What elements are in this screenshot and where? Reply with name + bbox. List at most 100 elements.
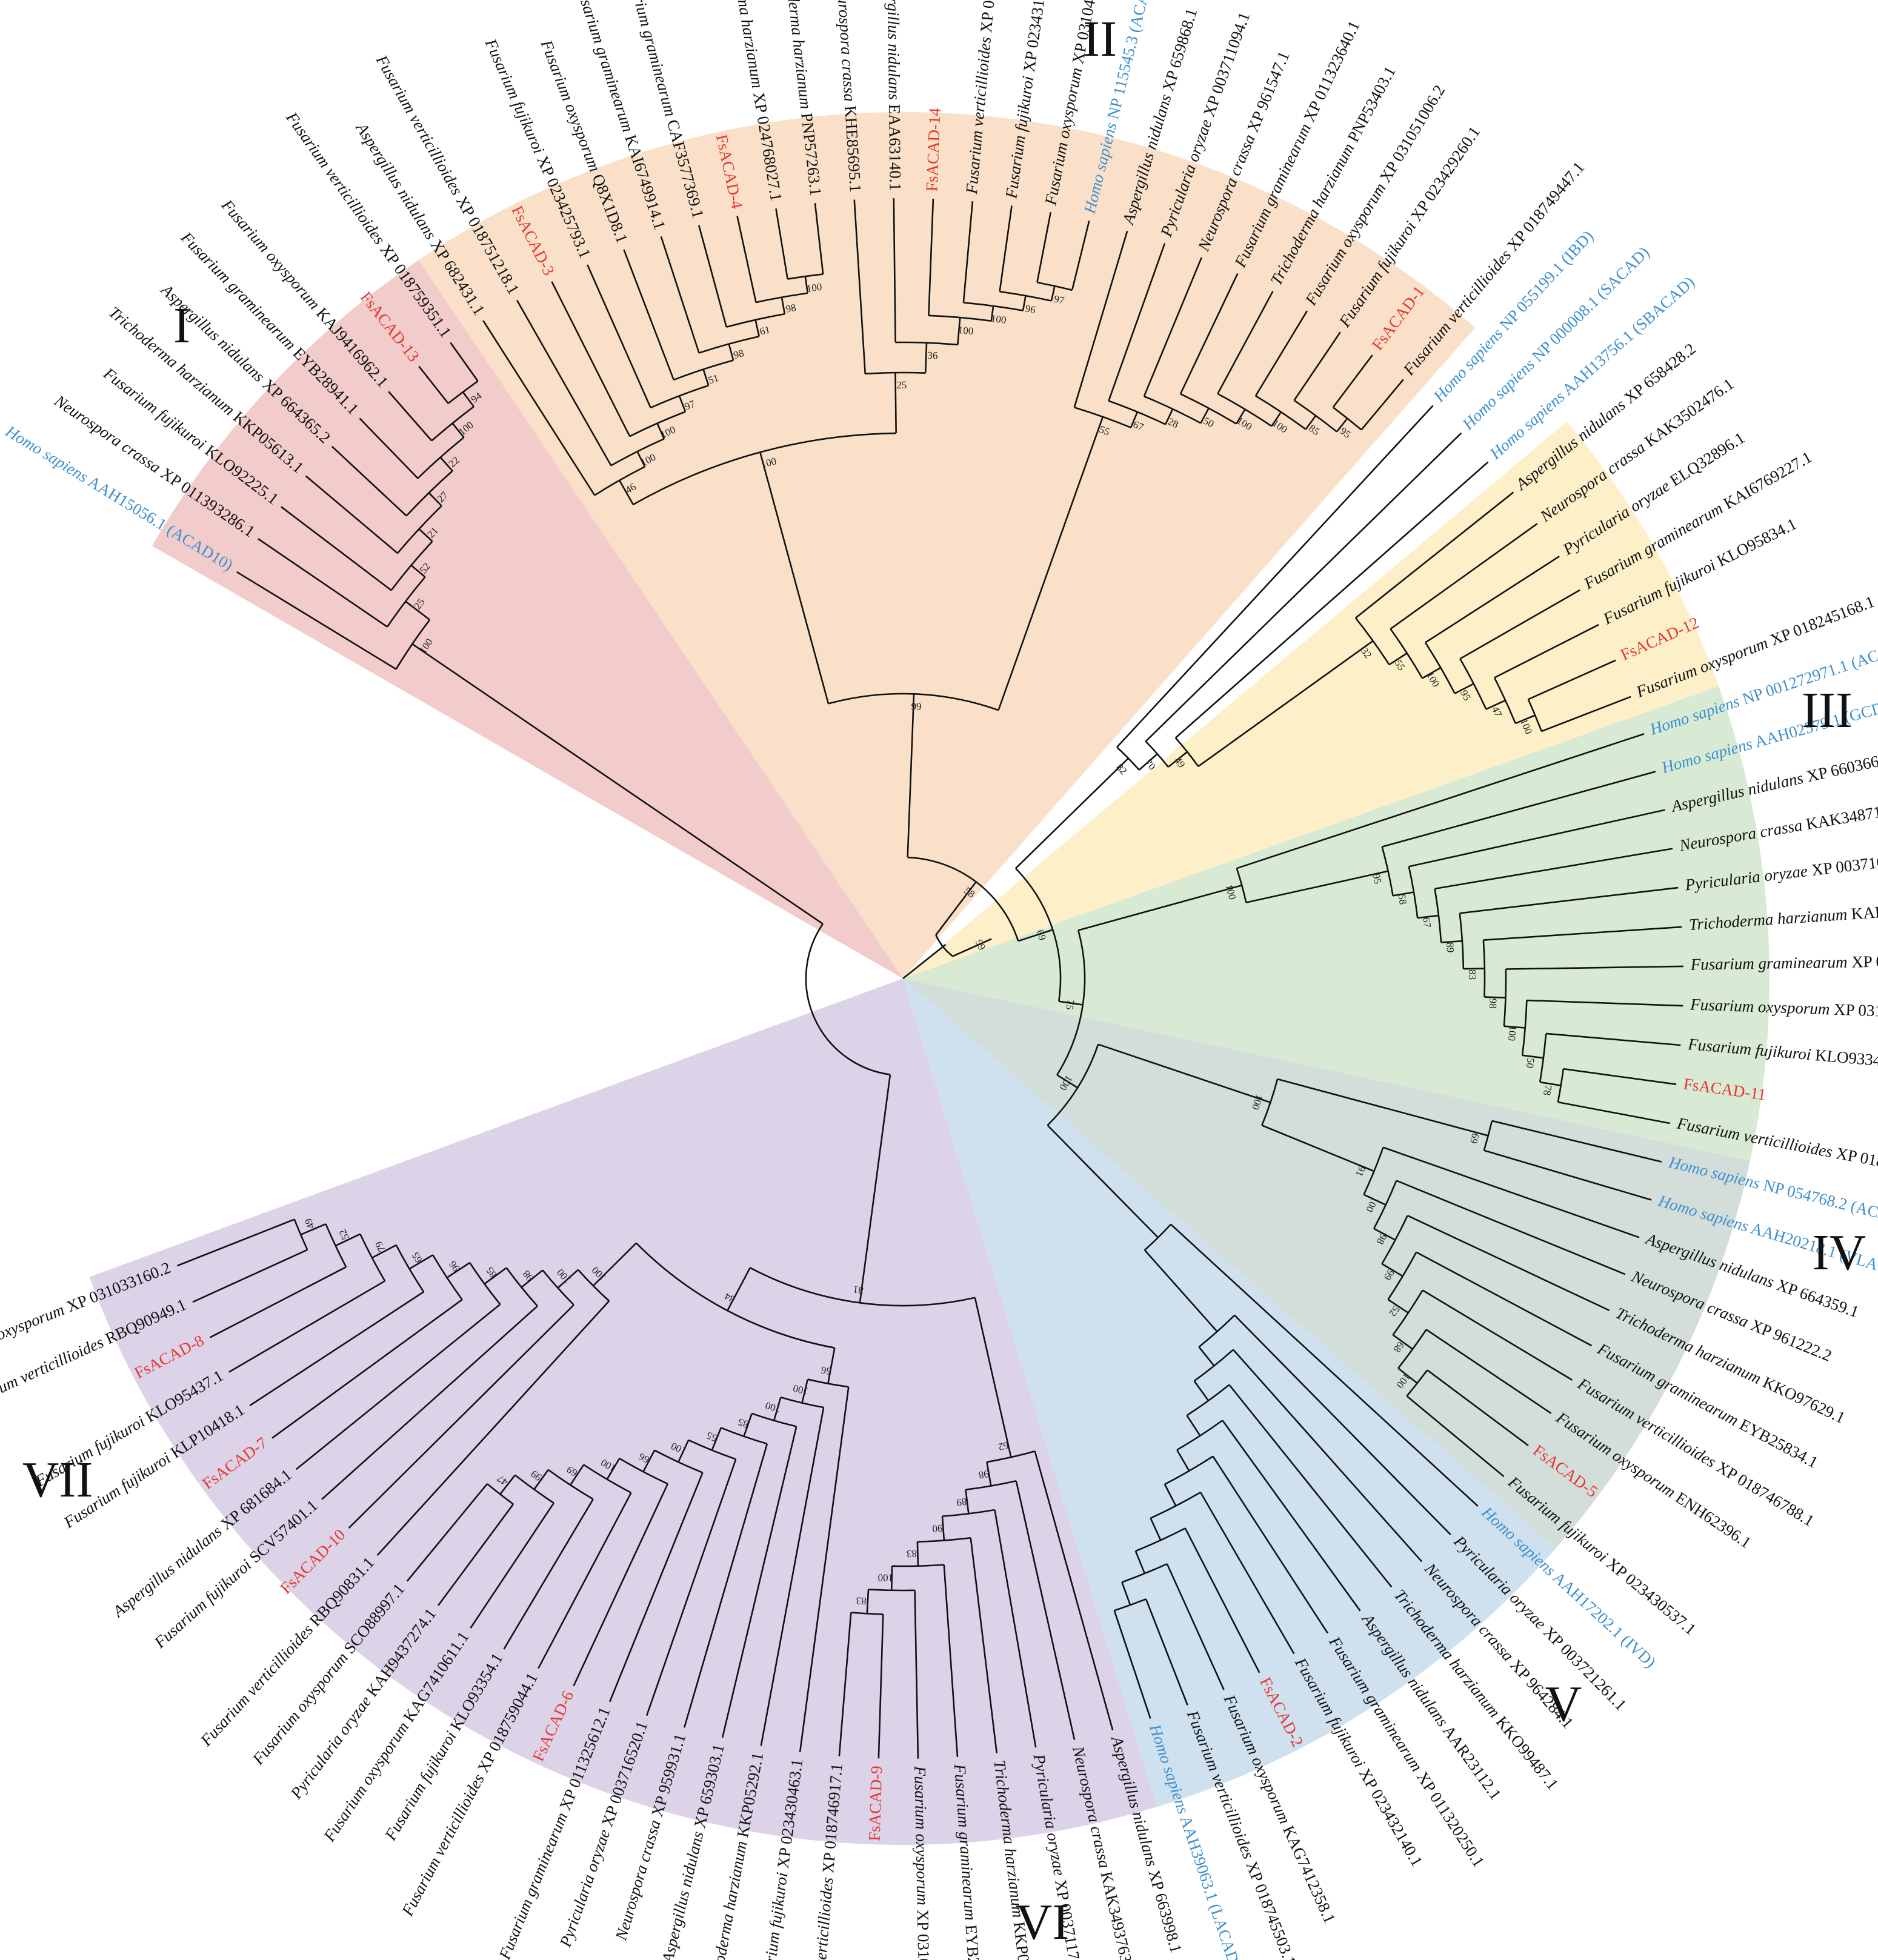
internal-branch [1271, 411, 1282, 427]
internal-branch [894, 373, 897, 434]
bootstrap-value: 82 [1114, 762, 1129, 777]
node-arc [594, 466, 645, 496]
node-arc [1363, 1147, 1384, 1195]
leaf-accession: XP 018756167.1 [977, 0, 1005, 33]
tip-branch [450, 342, 479, 382]
tip-branch [388, 391, 433, 442]
internal-branch [1397, 1367, 1418, 1384]
tip-branch [698, 225, 727, 328]
internal-branch [1381, 1263, 1404, 1277]
internal-branch [990, 305, 994, 321]
leaf-species: Fusarium graminearum [621, 0, 680, 118]
internal-branch [1047, 1125, 1159, 1238]
node-arc [1015, 868, 1062, 1002]
leaf-accession: AAH13756.1 (SBACAD) [1559, 273, 1698, 399]
node-arc [805, 923, 891, 1075]
leaf-accession: ELQ32896.1 [1667, 428, 1748, 490]
tip-branch [331, 445, 407, 517]
tip-branch [1382, 771, 1656, 848]
internal-branch [428, 492, 442, 507]
node-arc [633, 432, 896, 505]
internal-branch [711, 1427, 722, 1451]
leaf-accession: EYB28797.1 [962, 1924, 986, 1960]
internal-branch [499, 1474, 516, 1495]
tip-branch [1563, 1068, 1677, 1086]
tip-branch [1459, 886, 1679, 914]
bootstrap-value: 69 [1468, 1132, 1482, 1144]
internal-branch [924, 342, 928, 373]
tip-branch [1293, 331, 1341, 401]
leaf-label: FsACAD-9 [865, 1766, 886, 1841]
internal-branch [1261, 1125, 1374, 1172]
internal-branch [1305, 415, 1317, 430]
tip-branch [503, 1498, 594, 1650]
internal-branch [1422, 666, 1442, 679]
internal-branch [1168, 751, 1188, 768]
tip-branch [1491, 1120, 1662, 1163]
tip-branch [209, 1266, 347, 1338]
bootstrap-value: 83 [1467, 969, 1478, 980]
tip-branch [1416, 1251, 1593, 1347]
bootstrap-value: 81 [853, 1284, 864, 1297]
internal-branch [418, 528, 433, 542]
internal-branch [462, 391, 474, 407]
tip-branch [1407, 1215, 1610, 1312]
internal-branch [827, 1347, 836, 1384]
leaf-label: Aspergillus nidulans EAA63140.1 [884, 0, 904, 191]
bootstrap-value: 100 [1506, 1025, 1519, 1041]
clade-sector-IV [903, 686, 1770, 1161]
internal-branch [1138, 753, 1158, 771]
tip-branch [1408, 809, 1665, 868]
node-arc [1293, 399, 1337, 433]
tip-branch [1015, 1480, 1076, 1740]
internal-branch [636, 451, 646, 467]
node-arc [431, 406, 474, 442]
tip-branch [1212, 1455, 1328, 1634]
bootstrap-value: 83 [907, 1548, 917, 1560]
bootstrap-value: 98 [732, 347, 745, 361]
leaf-accession: KAK3487151.1 [1805, 798, 1878, 833]
bootstrap-value: 51 [707, 372, 720, 386]
internal-branch [451, 422, 465, 438]
leaf-accession: AAR23112.1 [1439, 1722, 1505, 1803]
internal-branch [521, 1269, 544, 1288]
tip-branch [760, 1407, 825, 1746]
internal-branch [1176, 1449, 1190, 1472]
bootstrap-value: 98 [977, 1468, 990, 1481]
internal-branch [1015, 757, 1129, 869]
clade-label-VI: VI [1016, 1894, 1070, 1950]
node-arc [868, 1589, 915, 1592]
tip-branch [1236, 733, 1645, 869]
leaf-accession: XP 663998.1 [1145, 1867, 1185, 1955]
internal-branch [781, 297, 786, 314]
internal-branch [1186, 1415, 1201, 1437]
node-arc [828, 693, 999, 711]
leaf-accession: KKO97629.1 [1760, 1373, 1848, 1427]
tip-branch [249, 1291, 424, 1407]
internal-branch [759, 452, 830, 704]
bootstrap-value: 100 [877, 1572, 893, 1583]
leaf-label: Fusarium oxysporum XP 031035280.1 [1690, 995, 1878, 1023]
bootstrap-value: 90 [932, 1523, 943, 1535]
tip-branch [1113, 1610, 1151, 1719]
internal-branch [1017, 929, 1053, 942]
tip-branch [1166, 1563, 1225, 1690]
bootstrap-value: 47 [1490, 705, 1505, 719]
internal-branch [743, 1413, 753, 1437]
leaf-accession: KAG7412358.1 [1279, 1823, 1339, 1926]
node-arc [1074, 407, 1131, 428]
tip-branch [228, 1280, 385, 1373]
leaf-species: Trichoderma harzianum [723, 0, 767, 90]
tip-branch [321, 1305, 538, 1500]
tip-branch [1396, 1180, 1626, 1275]
tip-branch [1360, 379, 1404, 431]
internal-branch [371, 1244, 397, 1259]
internal-branch [997, 416, 1104, 711]
leaf-accession: KLO93341.1 [1814, 1046, 1878, 1071]
tip-branch [1174, 461, 1489, 739]
tip-branch [877, 1614, 884, 1759]
node-arc [891, 1564, 944, 1567]
tip-branch [1527, 999, 1683, 1007]
leaf-accession: XP 031039288.1 [914, 1909, 934, 1960]
clade-sector-I [152, 260, 904, 978]
